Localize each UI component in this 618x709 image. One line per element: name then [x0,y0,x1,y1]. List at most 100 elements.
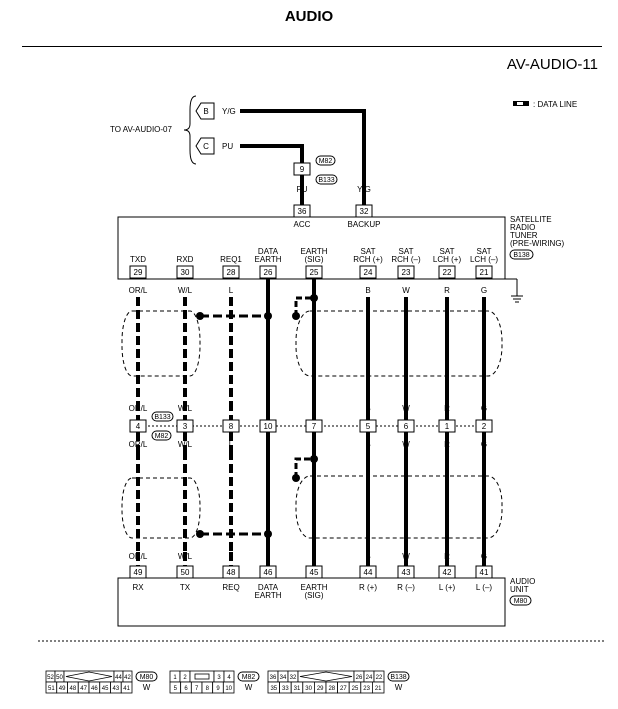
data-line-legend: : DATA LINE [513,100,577,109]
connector-cavity-number: 47 [80,686,87,692]
mid-pin-3: 3 [183,422,188,431]
tuner-pin-23-box [397,265,415,279]
connector-cavity-number: 31 [294,686,301,692]
connector-cavity-number: 50 [56,675,63,681]
tuner-pin-30: 30 [181,268,190,277]
mid-pin-2: 2 [482,422,487,431]
tuner-pin-32: 32 [360,207,369,216]
mid-pin-8: 8 [229,422,234,431]
connector-view-id: B138 [390,674,406,681]
wire-color: OR/L [129,440,148,449]
audio-pin-46: 46 [264,568,273,577]
tuner-conn-id: B138 [513,252,529,259]
audio-unit-label: AUDIO UNIT M80 [509,577,535,606]
audio-pin-50: 50 [181,568,190,577]
connector-cavity-number: 1 [173,675,177,681]
wire-color: OR/L [129,286,148,295]
junction-pin-number: 9 [300,165,305,174]
signal-columns: TXD29OR/LOR/LOR/LOR/L449RXRXD30W/LW/LW/L… [129,247,499,600]
connector-cavity-number: 35 [270,686,277,692]
mid-pin-10-box [259,419,277,433]
tuner-pin-name: DATA [258,247,279,256]
mid-pin-2-box [475,419,493,433]
upper-shield-drain-right [294,296,314,316]
audio-pin-name: R (+) [359,583,377,592]
tuner-pin-name: RCH (+) [353,255,383,264]
junction-connector: 9 M82 B133 [293,155,338,185]
audio-pin-41: 41 [480,568,489,577]
connector-cavity-number: 36 [270,675,277,681]
tuner-pin-backup-name: BACKUP [348,220,381,229]
connector-lock-tab [194,673,210,680]
tuner-label-line: SATELLITE [510,215,552,224]
tuner-pin-name: TXD [130,255,146,264]
connector-view-id: M82 [242,674,256,681]
connector-cavity-number: 10 [225,686,232,692]
mid-pin-7-box [305,419,323,433]
wire-color: W/L [178,286,193,295]
mid-pin-8-box [222,419,240,433]
audio-pin-name: DATA [258,583,279,592]
tuner-pin-21: 21 [480,268,489,277]
connector-cavity-number: 32 [290,675,297,681]
connector-cavity-number: 5 [174,686,178,692]
connector-cavity [371,681,385,694]
tuner-pin-22-box [438,265,456,279]
audio-pin-45: 45 [310,568,319,577]
connector-view-color: W [143,683,151,692]
tuner-pin-24: 24 [364,268,373,277]
mid-pin-5-box [359,419,377,433]
tuner-pin-28: 28 [227,268,236,277]
connector-cavity-number: 51 [48,686,55,692]
connector-cavity-number: 48 [70,686,77,692]
mid-pin-4-box [129,419,147,433]
mid-pin-10: 10 [264,422,273,431]
tuner-label-line: (PRE-WIRING) [510,239,565,248]
tuner-pin-26: 26 [264,268,273,277]
tuner-pin-name: RCH (–) [391,255,421,264]
connector-cavity-number: 4 [227,675,231,681]
connector-cavity-number: 41 [123,686,130,692]
mid-conn-b: M82 [155,433,169,440]
wire-color: G [481,286,487,295]
tuner-pin-29-box [129,265,147,279]
title-divider [22,46,602,47]
connector-arrow-c-letter: C [203,142,209,151]
connector-cavity-number: 49 [59,686,66,692]
connector-cavity-number: 22 [376,675,383,681]
upper-shield-splice-left [196,312,204,320]
lower-shield-drain-right [294,457,314,478]
tuner-pin-name: SAT [399,247,414,256]
acc-wire-color: PU [296,185,307,194]
audio-unit-conn-badge [509,595,532,606]
connector-cavity-number: 33 [282,686,289,692]
tuner-conn-badge [509,249,534,260]
connector-view-color: W [245,683,253,692]
connector-arrow-c [195,137,215,155]
tuner-label-line: RADIO [510,223,535,232]
connector-cavity-number: 23 [363,686,370,692]
connector-cavity-number: 6 [184,686,188,692]
connector-cavity-number: 2 [183,675,187,681]
connector-cavity-number: 46 [91,686,98,692]
connector-cavity-number: 42 [124,675,131,681]
audio-pin-name: EARTH [255,591,282,600]
mid-pin-3-box [176,419,194,433]
tuner-pin-30-box [176,265,194,279]
connector-cavity-number: 8 [206,686,210,692]
connector-cavity-number: 3 [217,675,221,681]
audio-pin-name: R (–) [397,583,415,592]
tuner-pin-29: 29 [134,268,143,277]
tuner-pin-acc-name: ACC [294,220,311,229]
lower-shield-splice-left [196,530,204,538]
audio-pin-name: EARTH [301,583,328,592]
tuner-pin-25: 25 [310,268,319,277]
tuner-pin-22: 22 [443,268,452,277]
